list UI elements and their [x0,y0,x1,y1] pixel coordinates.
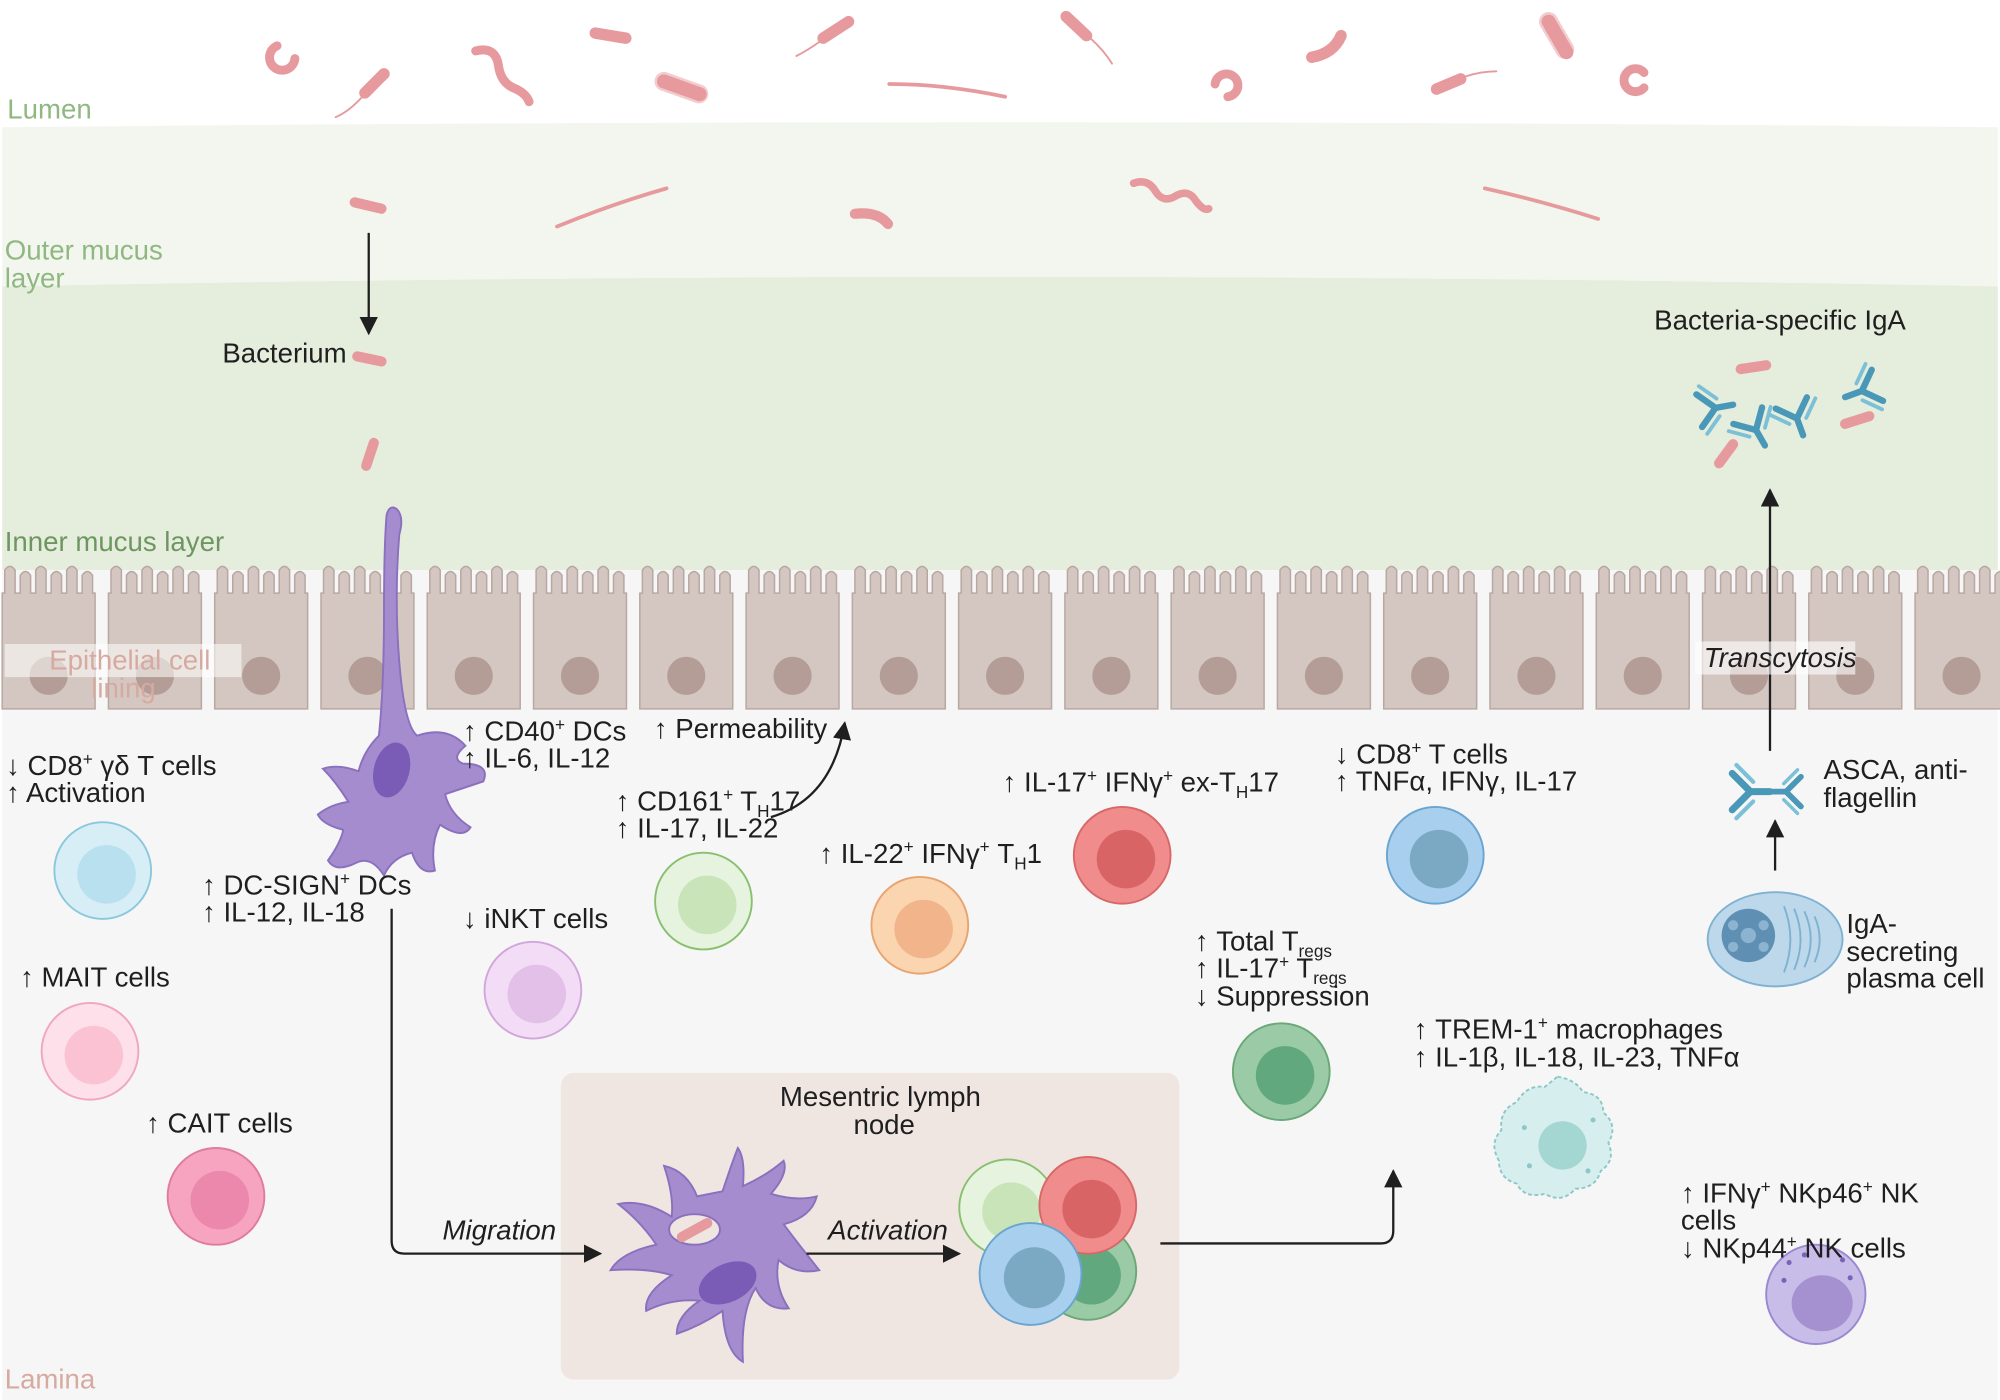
t-cell-icon [654,851,753,951]
migration-arrow [390,908,603,1263]
permeability-label: ↑ Permeability [654,713,828,744]
epithelial-cell-icon [1382,565,1478,710]
epithelial-cell-icon [1595,565,1690,710]
epithelial-cell-icon [639,565,734,710]
dc-sign-dcs-label: ↑ DC-SIGN+ DCs [202,869,411,901]
bacterium-icon [1060,10,1113,65]
t-cell-icon [978,1222,1083,1326]
nk-cells-label-1: ↑ IFNγ+ NKp46+ NK [1681,1177,1920,1209]
tnfa-ifng-il17-label: ↑ TNFα, IFNγ, IL-17 [1335,765,1578,796]
zone-label-epithelial: Epithelial cell lining [49,644,218,703]
epithelial-cell-icon [1276,565,1372,710]
nk-cell-icon [1765,1243,1867,1345]
transcytosis-label-bg [1694,641,1856,675]
epithelial-cell-icon [1914,565,2000,710]
inkt-cells-label: ↓ iNKT cells [463,903,608,934]
bacterium-label: Bacterium [222,338,346,369]
suppression-label: ↓ Suppression [1195,980,1370,1011]
bacterium-icon [795,15,855,57]
bacterium-icon [1482,186,1601,221]
cait-cells-label: ↑ CAIT cells [146,1108,293,1139]
nk-cells-label-2: cells [1681,1204,1736,1235]
bacterium-icon [887,82,1007,99]
bacterium-icon [471,45,534,107]
nk-cells-label-3: ↓ NKp44+ NK cells [1681,1231,1906,1263]
bacterium-icon [589,27,632,44]
il17-il22-label: ↑ IL-17, IL-22 [616,812,779,843]
permeability-arrow [770,721,852,819]
epithelial-cell-icon [1170,565,1265,710]
outer-mucus-bacteria [349,178,1601,230]
bacterium-icon [849,208,894,230]
plasma-cell-label: IgA- secreting plasma cell [1846,908,1984,994]
lumen-bacteria [265,10,1649,119]
cd40-dcs-label: ↑ CD40+ DCs [463,715,626,747]
zone-label-outer-mucus: Outer mucus layer [5,235,171,294]
plasma-cell-icon [1706,891,1844,988]
bacterium-icon [1714,360,1875,469]
lymph-node-label: Mesentric lymph node [780,1081,989,1140]
t-cell-icon [1038,1155,1138,1255]
zone-label-inner-mucus: Inner mucus layer [5,526,224,557]
bacterium-icon [1306,29,1347,63]
lymph-activation-label: Activation [826,1215,948,1246]
t-cell-icon [483,940,583,1040]
bacteria-specific-iga-label: Bacteria-specific IgA [1654,305,1906,336]
asca-anti-flagellin-label: ASCA, anti- flagellin [1823,754,1975,813]
dendritic-cell-icon [608,1146,821,1364]
il1b-label: ↑ IL-1β, IL-18, IL-23, TNFα [1414,1042,1740,1073]
dendritic-cell-icon [316,506,486,878]
bacterium-icon [1129,178,1213,214]
il17-tregs-label: ↑ IL-17+ Tregs [1195,951,1347,988]
transcytosis-label: Transcytosis [1704,642,1857,673]
iga-antibody-cluster [1695,360,1886,469]
zone-label-lumen: Lumen [7,93,91,124]
bacterium-icon [1619,64,1649,97]
bacterium-icon [1430,70,1498,95]
bacterium-icon [555,186,669,229]
lymph-output-arrow [1160,1169,1403,1245]
epithelial-cell-icon [957,565,1053,710]
epithelial-cell-icon [745,565,840,710]
t-cell-icon [1385,805,1485,905]
bacterium-icon [349,197,387,214]
activation-label: ↑ Activation [6,777,146,808]
epithelial-cell-icon [1064,565,1159,710]
epithelial-cell-icon [851,565,947,710]
il17-exth17-label: ↑ IL-17+ IFNγ+ ex-TH17 [1003,765,1279,802]
bacterium-icon [654,71,710,104]
t-cell-icon [40,1001,140,1101]
zone-label-lamina: Lamina [5,1364,96,1395]
trem1-macrophages-label: ↑ TREM-1+ macrophages [1414,1012,1723,1044]
t-cell-icon [166,1147,266,1246]
bacterium-icon [352,351,387,471]
epithelial-label-bg [4,644,242,678]
total-tregs-label: ↑ Total Tregs [1195,926,1332,961]
mait-cells-label: ↑ MAIT cells [20,961,170,992]
macrophage-icon [1493,1075,1614,1199]
epithelial-cell-icon [1489,565,1584,710]
t-cell-icon [870,875,970,975]
bacterium-icon [1210,69,1243,102]
migration-label: Migration [443,1215,557,1246]
epithelial-cell-icon [532,565,628,710]
cd8-t-cells-label: ↓ CD8+ T cells [1335,737,1508,769]
epithelial-cell-icon [426,565,521,710]
t-cell-icon [53,821,153,920]
t-cell-icon [1231,1022,1331,1121]
bacterium-icon [265,41,300,75]
t-cell-cluster [958,1155,1138,1326]
il6-il12-label: ↑ IL-6, IL-12 [463,742,610,773]
t-cell-icon [1072,805,1172,905]
cd161-th17-label: ↑ CD161+ TH17 [616,785,801,822]
bacterium-icon [1538,12,1576,62]
cd8-gd-t-cells-label: ↓ CD8+ γδ T cells [6,749,217,781]
il12-il18-label: ↑ IL-12, IL-18 [202,896,365,927]
il22-th1-label: ↑ IL-22+ IFNγ+ TH1 [819,837,1042,874]
bacterium-icon [334,68,390,119]
